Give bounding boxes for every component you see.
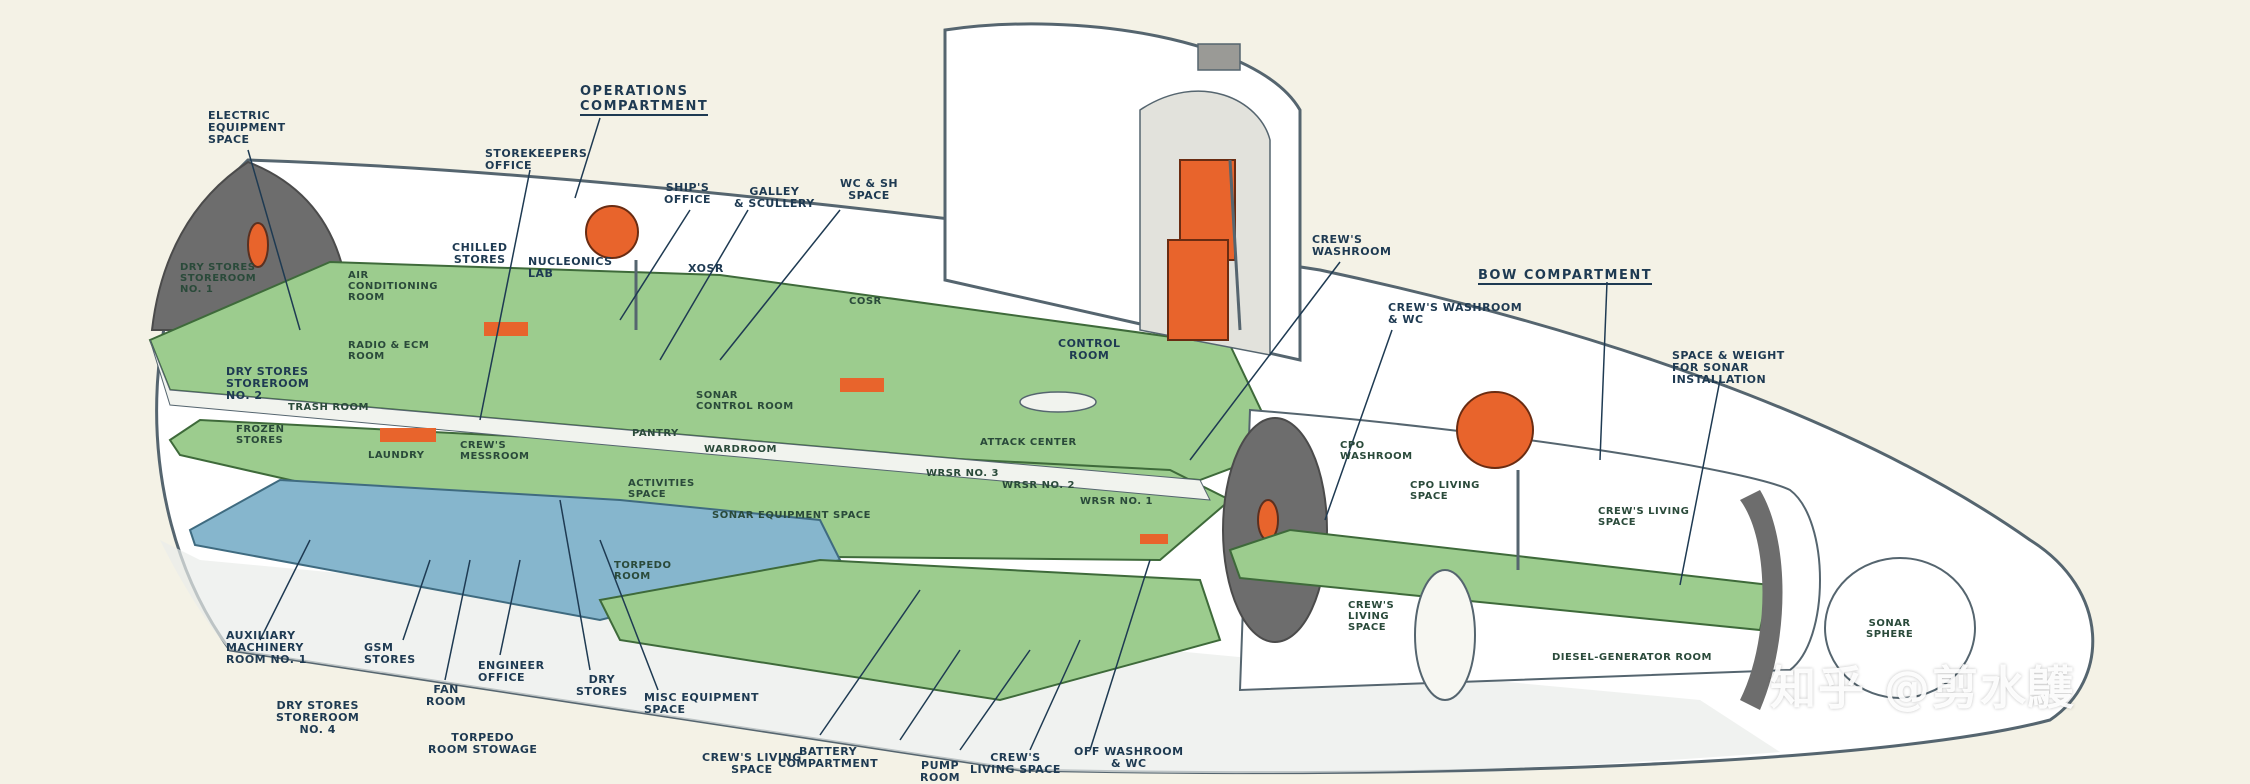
lower-deck-green [598, 558, 1222, 702]
bow-compartment-label: BOW COMPARTMENT [1478, 268, 1653, 285]
cpo-washroom-label: CPO WASHROOM [1340, 440, 1413, 462]
wrsr-no1-label: WRSR NO. 1 [1080, 496, 1154, 507]
wc-sh-space-label: WC & SH SPACE [840, 177, 899, 202]
watermark: 知乎 @剪水鸌 [1770, 661, 2077, 715]
sonar-equipment-space-label: SONAR EQUIPMENT SPACE [712, 510, 871, 521]
wrsr-no2-label: WRSR NO. 2 [1002, 480, 1076, 491]
crews-washroom-wc-label: CREW'S WASHROOM & WC [1388, 301, 1523, 326]
crews-messroom-label: CREW'S MESSROOM [460, 440, 530, 462]
dry-stores-2-label: DRY STORES STOREROOM NO. 2 [226, 365, 310, 402]
nucleonics-lab-label: NUCLEONICS LAB [528, 255, 613, 280]
sonar-control-room-label: SONAR CONTROL ROOM [696, 390, 794, 412]
wardroom-label: WARDROOM [704, 444, 777, 455]
diesel-generator-drum [1414, 569, 1476, 701]
pantry-label: PANTRY [632, 428, 679, 439]
sonar-sphere-shape [1824, 557, 1976, 699]
frozen-stores-label: FROZEN STORES [236, 424, 285, 446]
space-weight-sonar-label: SPACE & WEIGHT FOR SONAR INSTALLATION [1672, 349, 1785, 386]
battery-compartment-label: BATTERY COMPARTMENT [778, 745, 879, 770]
sail-hatch [1197, 43, 1241, 71]
periscope-mast-lower [1167, 239, 1229, 341]
sonar-sphere-label: SONAR SPHERE [1866, 618, 1914, 640]
attack-center-label: ATTACK CENTER [980, 437, 1077, 448]
electric-equipment-space-label: ELECTRIC EQUIPMENT SPACE [208, 109, 286, 146]
attack-center-console [1019, 391, 1097, 413]
radio-ecm-room-label: RADIO & ECM ROOM [348, 340, 430, 362]
bow-sphere [1456, 391, 1534, 469]
sail-ladder [1228, 159, 1242, 331]
crews-washroom-label: CREW'S WASHROOM [1312, 233, 1392, 258]
misc-equipment-space-label: MISC EQUIPMENT SPACE [644, 691, 759, 716]
storekeepers-office-label: STOREKEEPERS OFFICE [485, 147, 588, 172]
aft-hatch [247, 222, 269, 268]
deck-hatch [380, 428, 436, 442]
crews-living-space-lower-label: CREW'S LIVING SPACE [1348, 600, 1395, 633]
leader-lines [247, 117, 1721, 751]
second-deck [168, 418, 1232, 562]
engineer-office-label: ENGINEER OFFICE [478, 659, 545, 684]
laundry-label: LAUNDRY [368, 450, 425, 461]
chilled-stores-label: CHILLED STORES [452, 241, 508, 266]
dry-stores-1-label: DRY STORES STOREROOM NO. 1 [180, 262, 257, 295]
diesel-generator-room-label: DIESEL-GENERATOR ROOM [1552, 652, 1712, 663]
cpo-living-space-label: CPO LIVING SPACE [1410, 480, 1480, 502]
control-room-label: CONTROL ROOM [1058, 337, 1121, 362]
torpedo-room-stowage-label: TORPEDO ROOM STOWAGE [428, 731, 538, 756]
gsm-stores-label: GSM STORES [364, 641, 416, 666]
cosr-label: COSR [849, 296, 882, 307]
galley-scullery-label: GALLEY & SCULLERY [734, 185, 815, 210]
operations-sphere [585, 205, 639, 259]
operations-compartment-label: OPERATIONS COMPARTMENT [580, 84, 709, 116]
auxiliary-machinery-room-label: AUXILIARY MACHINERY ROOM NO. 1 [226, 629, 307, 666]
crews-living-space-2-label: CREW'S LIVING SPACE [970, 751, 1061, 776]
activities-space-label: ACTIVITIES SPACE [628, 478, 695, 500]
off-washroom-wc-label: OFF WASHROOM & WC [1074, 745, 1184, 770]
air-conditioning-room-label: AIR CONDITIONING ROOM [348, 270, 438, 303]
fan-room-label: FAN ROOM [426, 683, 467, 708]
deck-hatch [840, 378, 884, 392]
deck-hatch [484, 322, 528, 336]
deck-side-band [149, 339, 1211, 501]
crews-living-space-bow-label: CREW'S LIVING SPACE [1598, 506, 1690, 528]
ships-office-label: SHIP'S OFFICE [664, 181, 712, 206]
deck-hatch [1140, 534, 1168, 544]
crews-living-space-bottom-label: CREW'S LIVING SPACE [702, 751, 802, 776]
xosr-label: XOSR [688, 262, 724, 275]
pump-room-label: PUMP ROOM [920, 759, 961, 784]
dry-stores-4-label: DRY STORES STOREROOM NO. 4 [276, 699, 360, 736]
bow-cap [1740, 490, 1783, 710]
trash-room-label: TRASH ROOM [288, 402, 369, 413]
dry-stores-bottom-label: DRY STORES [576, 673, 628, 698]
wrsr-no3-label: WRSR NO. 3 [926, 468, 1000, 479]
torpedo-room-label: TORPEDO ROOM [614, 560, 672, 582]
